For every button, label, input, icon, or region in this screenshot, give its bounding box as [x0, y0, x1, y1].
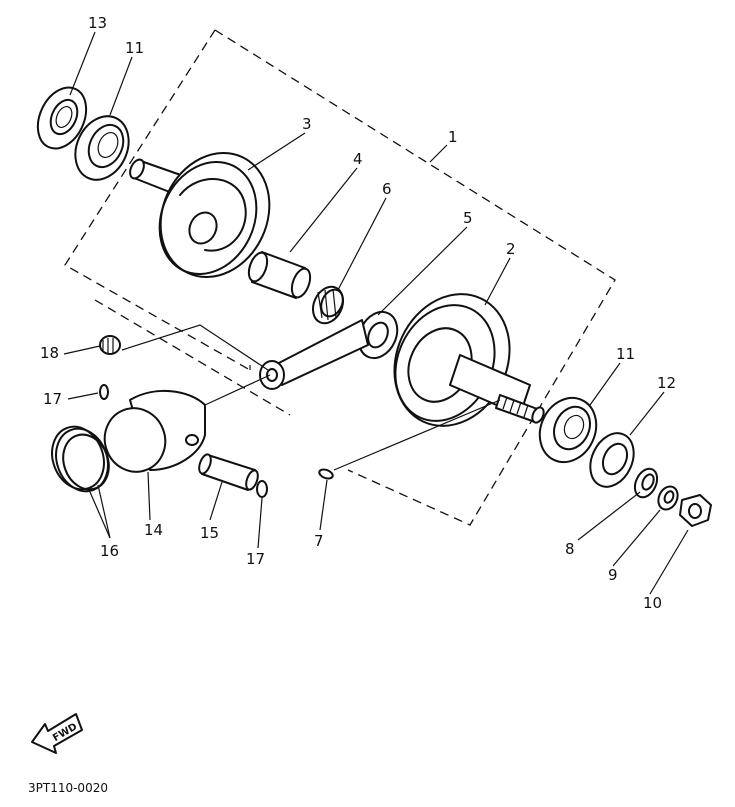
- callout-13: 13: [88, 14, 107, 32]
- crankshaft-assembly-boundary: [64, 29, 616, 526]
- piston-pin: [198, 453, 259, 491]
- callout-3: 3: [302, 115, 312, 133]
- right-crank-shaft: [449, 354, 545, 424]
- piston: [103, 374, 271, 473]
- oil-seal: [36, 86, 88, 150]
- callout-5: 5: [463, 209, 473, 227]
- callout-2: 2: [506, 240, 516, 258]
- circlip-left: [99, 384, 109, 400]
- leader-lines: [63, 31, 689, 595]
- callout-17-right: 17: [246, 550, 265, 568]
- lock-washer: [657, 485, 679, 511]
- callout-6: 6: [382, 180, 392, 198]
- crank-pin: [247, 251, 312, 299]
- callout-14: 14: [144, 521, 163, 539]
- piston-rings: [51, 425, 110, 493]
- callout-16: 16: [100, 542, 119, 560]
- drawing-code: 3PT110-0020: [28, 781, 108, 795]
- connecting-rod: [259, 310, 399, 390]
- callout-labels: 13 11 3 1 4 6 5 2 11 12 18 17 8 9 10 7 1…: [40, 14, 676, 612]
- callout-15: 15: [200, 524, 219, 542]
- forward-arrow-icon: FWD: [31, 713, 83, 754]
- woodruff-key: [318, 399, 501, 480]
- circlip-right: [256, 480, 268, 498]
- callout-11-left: 11: [125, 39, 144, 57]
- callout-11-right: 11: [616, 345, 635, 363]
- left-crank-wheel: [158, 151, 271, 279]
- plain-washer: [633, 467, 659, 499]
- callout-10: 10: [643, 594, 662, 612]
- right-crank-wheel: [393, 293, 511, 427]
- callout-7: 7: [314, 532, 324, 550]
- right-bearing: [538, 396, 598, 464]
- callout-17-left: 17: [43, 390, 62, 408]
- small-end-bearing: [99, 324, 269, 371]
- callout-12: 12: [657, 374, 676, 392]
- needle-bearing-big-end: [311, 285, 345, 325]
- callout-18: 18: [40, 344, 59, 362]
- right-oil-seal: [589, 432, 635, 488]
- left-bearing: [74, 115, 130, 181]
- callout-9: 9: [608, 566, 618, 584]
- callout-1: 1: [448, 128, 458, 146]
- callout-4: 4: [353, 150, 363, 168]
- crank-nut: [679, 494, 712, 527]
- callout-8: 8: [565, 540, 575, 558]
